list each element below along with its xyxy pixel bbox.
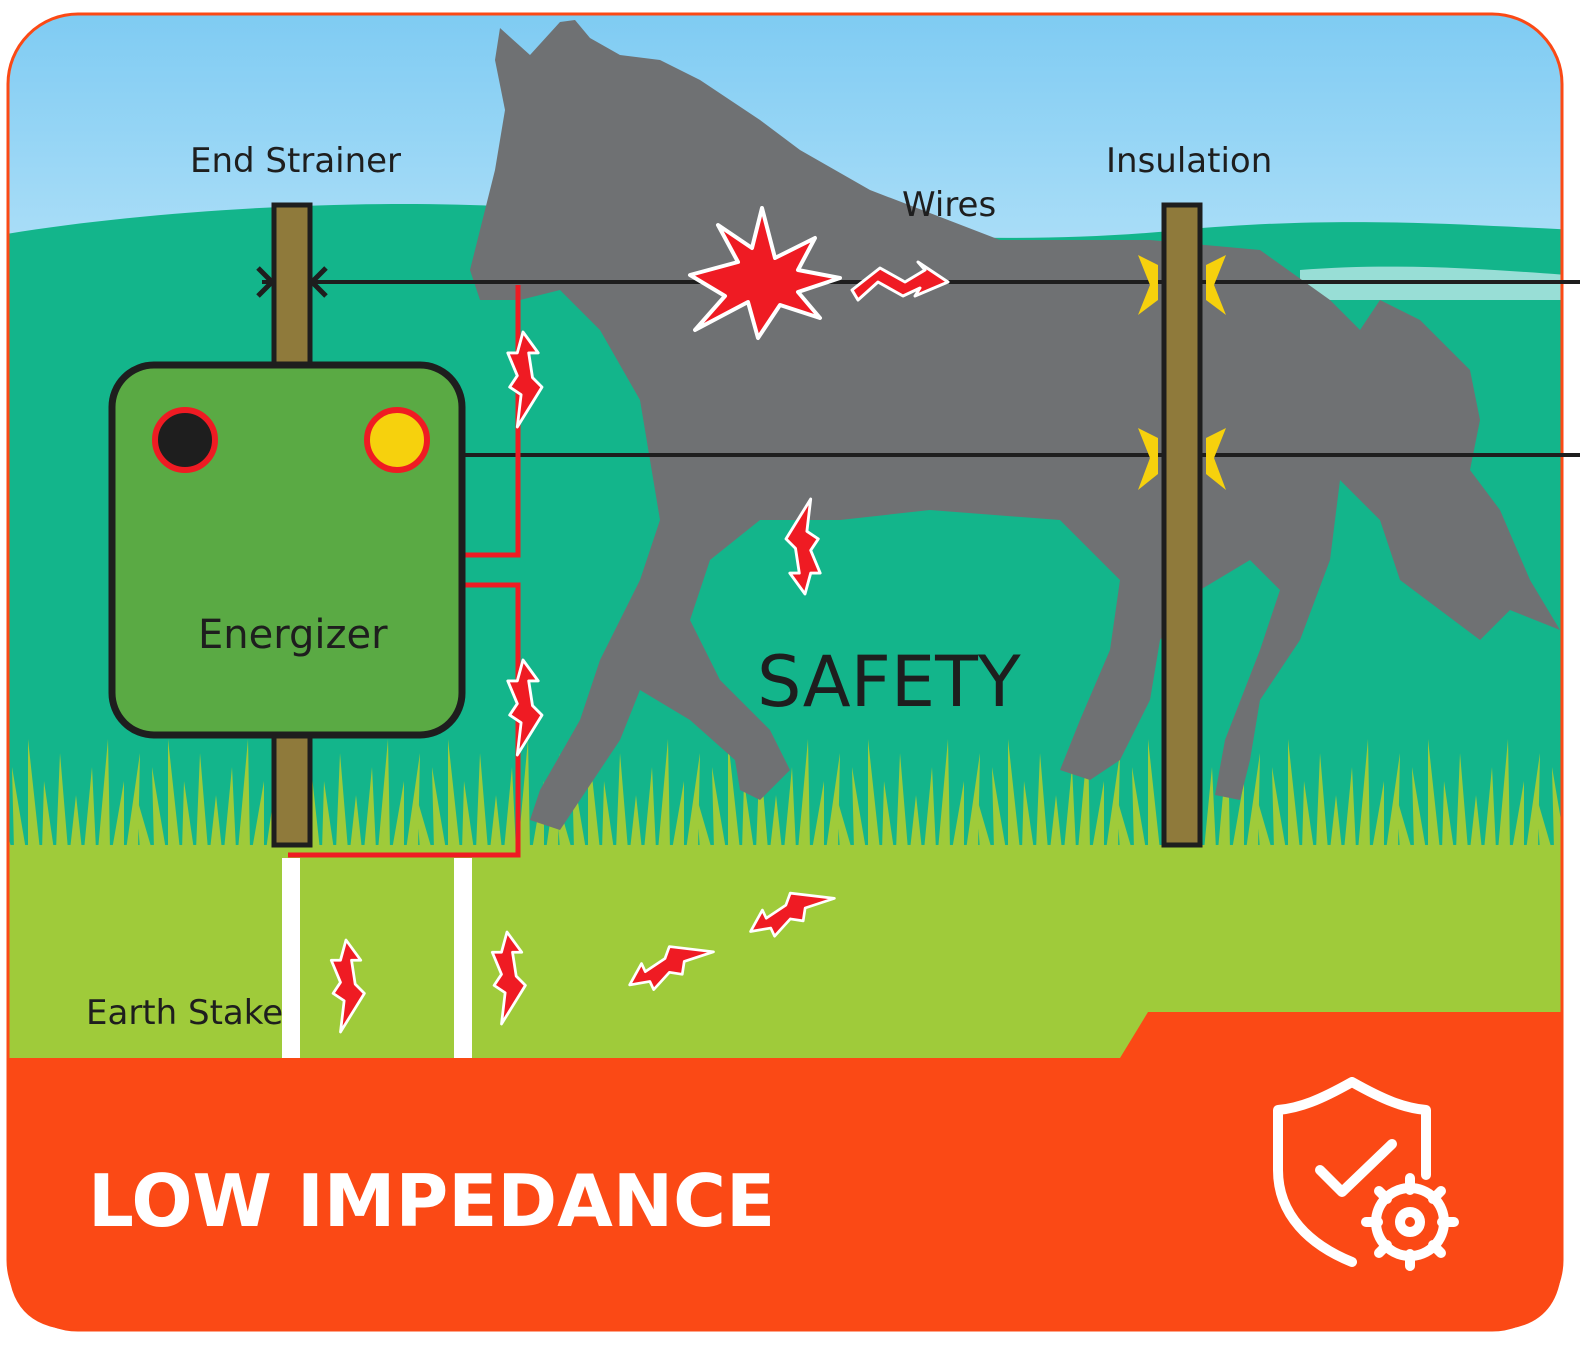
banner-shape [8,1012,1562,1330]
banner: LOW IMPEDANCE [8,1012,1562,1330]
label-energizer: Energizer [198,612,388,658]
insulation-post [1138,202,1226,848]
insulator-top [1138,255,1226,315]
earth-stake-right [454,858,472,1060]
energizer-terminal-yellow [364,407,430,473]
horse-silhouette [470,20,1560,830]
banner-title: LOW IMPEDANCE [88,1159,775,1243]
earth-stake-left [282,858,300,1060]
shock-arrow [850,260,950,302]
spark-starburst [688,206,842,340]
label-wires: Wires [902,185,996,225]
label-safety: SAFETY [757,641,1021,723]
label-earth-stake: Earth Stake [86,993,283,1033]
shield-check-gear-icon [1273,1077,1459,1271]
energizer-terminal-black [152,407,218,473]
energizer-box [108,361,466,739]
label-insulation: Insulation [1106,141,1272,181]
insulator-bottom [1138,428,1226,490]
label-end-strainer: End Strainer [190,141,401,181]
